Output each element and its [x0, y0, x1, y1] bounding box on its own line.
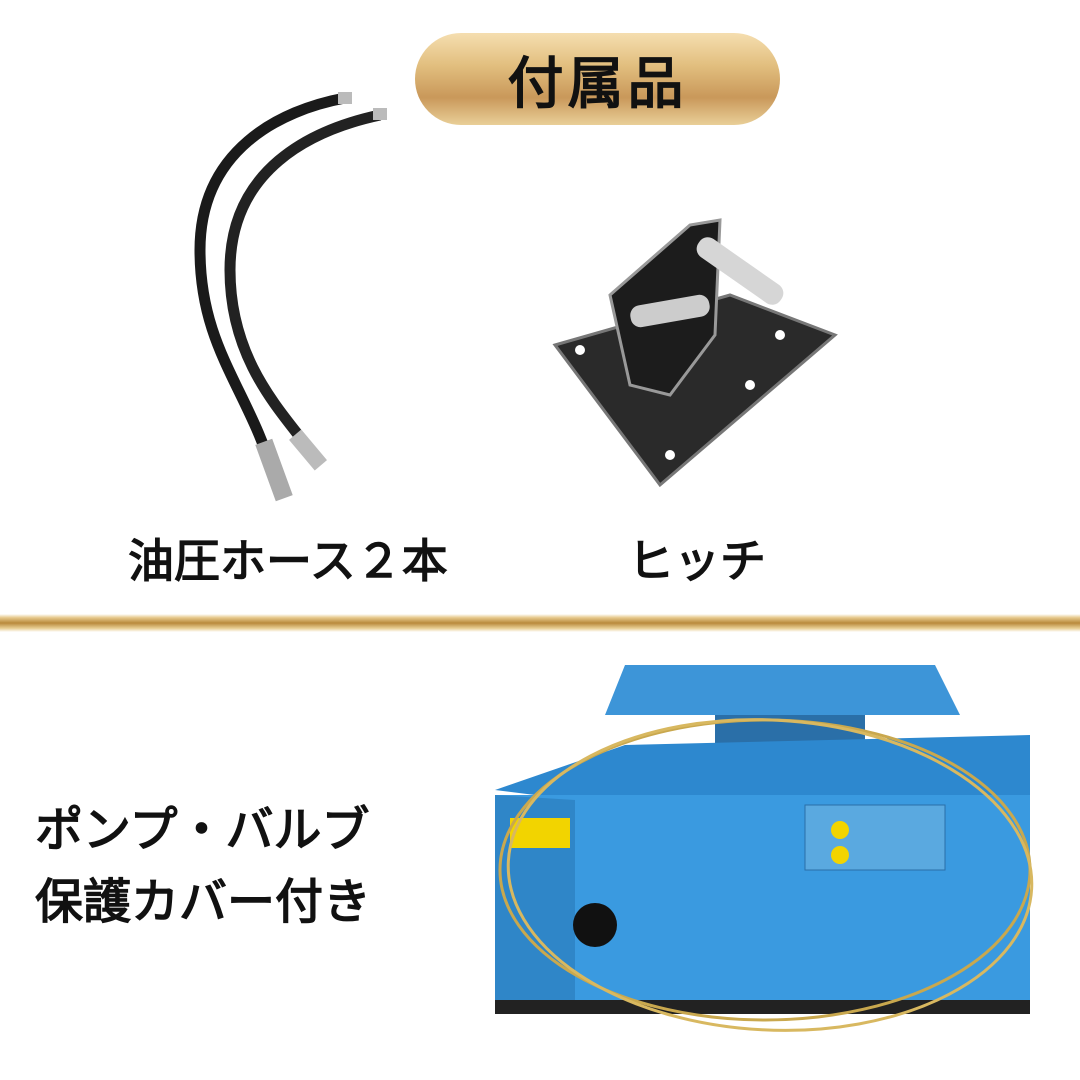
gold-divider [0, 614, 1080, 632]
feature-line-2: 保護カバー付き [35, 874, 372, 930]
hitch-image [552, 218, 838, 488]
pump-valve-cover-image [495, 665, 1034, 1032]
hitch-label: ヒッチ [628, 534, 766, 588]
feature-line-1: ポンプ・バルブ [35, 802, 370, 858]
page-title: 付属品 [507, 51, 688, 117]
hydraulic-hose-image [194, 92, 387, 502]
hose-label: 油圧ホース２本 [128, 534, 448, 588]
title-badge: 付属品 [415, 33, 780, 125]
